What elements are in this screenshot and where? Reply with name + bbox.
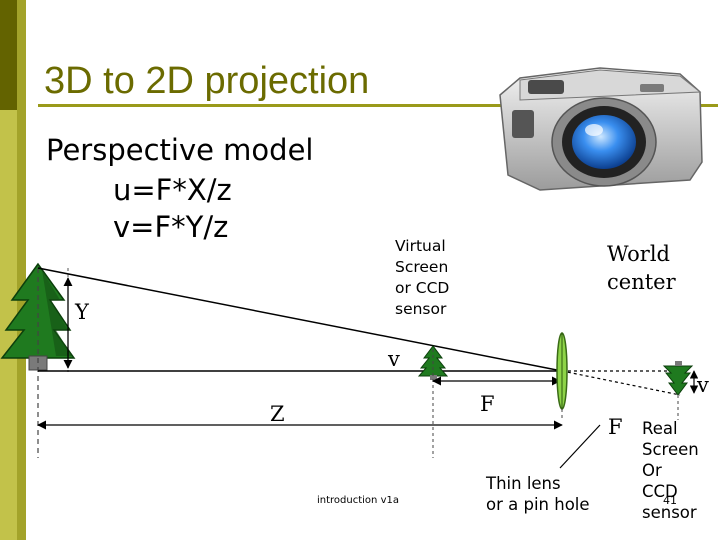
large-tree-icon <box>0 262 76 371</box>
thin-lens-icon <box>556 332 568 410</box>
slide-title: 3D to 2D projection <box>44 60 370 102</box>
f-label-virtual: F <box>480 392 495 416</box>
projection-ray-extension <box>561 370 681 396</box>
virtual-screen-label: Virtual Screen or CCD sensor <box>395 237 450 318</box>
v-label-virtual: v <box>388 347 400 371</box>
f-label-real: F <box>608 415 623 439</box>
equation-u: u=F*X/z <box>113 173 232 207</box>
world-center-label: World center <box>607 242 676 294</box>
perspective-model-heading: Perspective model <box>46 133 314 167</box>
left-accent-bar-light <box>0 110 17 540</box>
real-screen-label: Real Screen Or CCD sensor <box>642 419 699 522</box>
camera-icon <box>499 67 703 191</box>
z-label: Z <box>270 402 285 426</box>
lens-label-pointer <box>559 424 601 469</box>
equation-v: v=F*Y/z <box>113 210 229 244</box>
projection-ray <box>37 267 563 372</box>
y-label: Y <box>75 300 89 324</box>
real-image-inverted-tree-icon <box>662 361 694 396</box>
v-label-real: v <box>697 373 709 397</box>
left-accent-bar-inner <box>17 0 26 540</box>
thin-lens-label: Thin lens or a pin hole <box>486 474 590 514</box>
title-underline <box>38 104 718 107</box>
page-number: 41 <box>663 494 677 507</box>
footer-text: introduction v1a <box>317 495 399 506</box>
